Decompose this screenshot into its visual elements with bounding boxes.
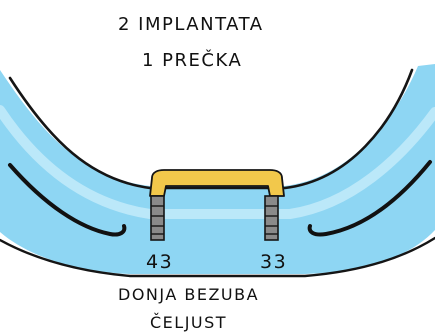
bar-precka: [149, 169, 285, 197]
title-line-2: 1 PREČKA: [142, 49, 242, 71]
implant-label-33: 33: [260, 251, 287, 273]
jaw-lower-outline: [0, 236, 435, 278]
caption-line-1: DONJA BEZUBA: [118, 285, 259, 304]
jaw-arch: [0, 64, 435, 274]
implant-33: [264, 195, 279, 241]
jaw-upper-outline: [8, 68, 414, 190]
implant-label-43: 43: [146, 251, 173, 273]
implant-43: [150, 195, 165, 241]
ridge-curve-right: [307, 160, 432, 237]
jaw-sheen: [0, 105, 435, 219]
caption-line-2: ČELJUST: [150, 313, 227, 332]
ridge-curve-left: [8, 163, 127, 237]
title-line-1: 2 IMPLANTATA: [118, 14, 264, 35]
